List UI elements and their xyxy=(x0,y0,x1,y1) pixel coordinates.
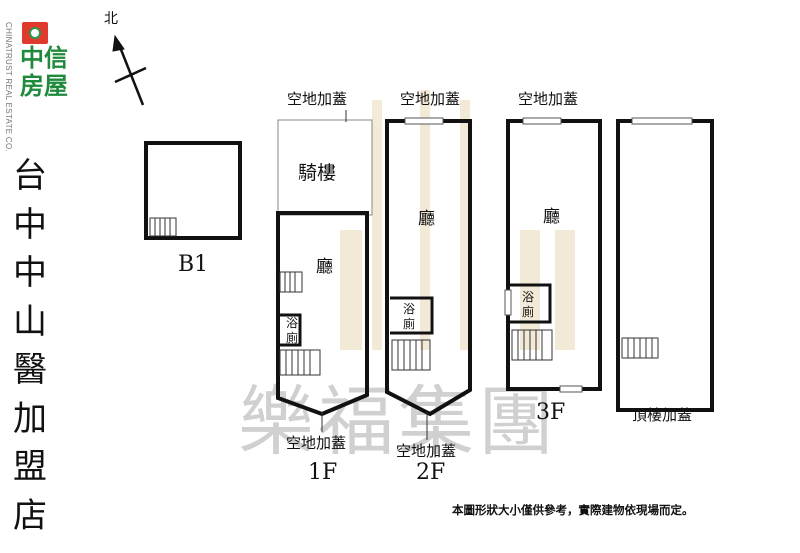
2f-hall-label: 廳 xyxy=(418,209,435,229)
watermark: 樂福集團 xyxy=(238,377,558,466)
2f-label: 2F xyxy=(416,460,446,485)
2f-bath-label: 浴廁 xyxy=(402,302,415,331)
1f-bath-label: 浴廁 xyxy=(285,316,298,345)
3f-label: 3F xyxy=(536,400,566,425)
1f-bottom-note: 空地加蓋 xyxy=(286,434,347,452)
roof-label: 頂樓加蓋 xyxy=(632,406,693,424)
3f-bath xyxy=(508,283,552,324)
north-label: 北 xyxy=(104,11,118,27)
3f-bath-label: 浴廁 xyxy=(521,290,534,319)
logo-chinese-text: 中信房屋 xyxy=(20,44,68,100)
stairs xyxy=(149,110,659,440)
1f-top-note: 空地加蓋 xyxy=(287,90,348,108)
b1-label: B1 xyxy=(178,252,209,277)
north-arrow-icon xyxy=(112,34,147,106)
3f-top-note: 空地加蓋 xyxy=(518,90,579,108)
3f-hall-label: 廳 xyxy=(543,207,560,227)
1f-bath xyxy=(278,313,302,347)
roof-outline xyxy=(616,119,714,412)
2f-outline xyxy=(385,119,472,417)
watermark-bars xyxy=(340,90,575,350)
store-name: 台中中山醫加盟店 xyxy=(13,156,47,536)
logo-english-text: CHINATRUST REAL ESTATE CO. xyxy=(4,22,13,153)
b1-outline xyxy=(144,141,242,240)
1f-outline xyxy=(276,211,369,417)
1f-hall-label: 廳 xyxy=(316,257,333,277)
arcade-label: 騎樓 xyxy=(298,162,337,184)
disclaimer: 本圖形狀大小僅供參考，實際建物依現場而定。 xyxy=(452,503,694,517)
1f-label: 1F xyxy=(308,460,338,485)
2f-bottom-note: 空地加蓋 xyxy=(396,442,457,460)
2f-top-note: 空地加蓋 xyxy=(400,90,461,108)
logo-emblem-icon xyxy=(22,22,48,44)
2f-bath xyxy=(390,296,434,335)
